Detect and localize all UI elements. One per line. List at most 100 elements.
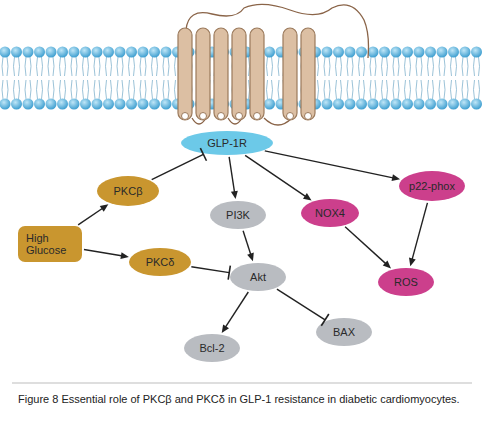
connector-line (265, 151, 394, 178)
lipid-tail (359, 57, 365, 76)
lipid-tail (129, 57, 135, 76)
node-label: PI3K (226, 209, 250, 221)
lipid-tail (94, 57, 100, 76)
lipid-head (23, 47, 34, 58)
signal-ellipse: BAX (316, 318, 372, 346)
node-label: p22-phox (409, 180, 455, 192)
lipid-tail (451, 80, 457, 99)
lipid-tail (347, 80, 353, 99)
receptor-helix (301, 28, 315, 120)
lipid-head (391, 47, 402, 58)
pathway-connector (229, 157, 238, 199)
lipid-head (57, 47, 68, 58)
connector-line (152, 154, 204, 179)
receptor-helix (283, 28, 297, 120)
lipid-tail (60, 57, 66, 76)
lipid-head (333, 99, 344, 110)
arrow-head (247, 253, 254, 262)
lipid-tail (25, 57, 31, 76)
lipid-tail (37, 57, 43, 76)
helix-end (287, 113, 294, 120)
pathway-connector (345, 227, 391, 269)
lipid-tail (370, 80, 376, 99)
lipid-head (471, 99, 482, 110)
lipid-tail (416, 80, 422, 99)
lipid-tail (106, 80, 112, 99)
lipid-tail (393, 57, 399, 76)
node-label: PKCδ (146, 256, 175, 268)
lipid-head (448, 99, 459, 110)
connector-line (277, 289, 325, 320)
signal-ellipse: Akt (230, 263, 286, 291)
lipid-head (126, 99, 137, 110)
lipid-head (425, 47, 436, 58)
lipid-tail (106, 57, 112, 76)
lipid-head (149, 47, 160, 58)
pathway-connector (222, 292, 249, 333)
signal-ellipse: PI3K (210, 201, 266, 229)
lipid-tail (428, 57, 434, 76)
lipid-tail (267, 80, 273, 99)
lipid-head (57, 99, 68, 110)
lipid-tail (140, 80, 146, 99)
lipid-head (46, 99, 57, 110)
lipid-head (333, 47, 344, 58)
lipid-tail (152, 80, 158, 99)
lipid-tail (474, 80, 480, 99)
lipid-head (402, 47, 413, 58)
lipid-head (46, 47, 57, 58)
connector-line (84, 250, 123, 256)
lipid-head (322, 47, 333, 58)
arrow-head (392, 174, 401, 181)
lipid-head (0, 47, 11, 58)
lipid-tail (48, 57, 54, 76)
lipid-tail (94, 80, 100, 99)
helix-end (200, 113, 207, 120)
signal-ellipse: NOX4 (301, 199, 359, 227)
arrow-head (303, 193, 312, 200)
lipid-head (138, 47, 149, 58)
lipid-head (34, 47, 45, 58)
lipid-tail (14, 57, 20, 76)
lipid-head (11, 99, 22, 110)
lipid-tail (324, 57, 330, 76)
lipid-head (448, 47, 459, 58)
helix-end (305, 113, 312, 120)
lipid-tail (462, 57, 468, 76)
lipid-head (356, 47, 367, 58)
receptor-helix (196, 28, 210, 120)
connector-line (191, 267, 229, 273)
lipid-tail (37, 80, 43, 99)
lipid-head (103, 47, 114, 58)
lipid-tail (71, 57, 77, 76)
signal-ellipse: PKCβ (97, 176, 159, 206)
lipid-tail (129, 80, 135, 99)
lipid-head (368, 47, 379, 58)
arrow-head (120, 252, 128, 259)
lipid-head (460, 47, 471, 58)
node-label: NOX4 (315, 207, 345, 219)
helix-end (182, 113, 189, 120)
pathway-connector (265, 151, 400, 181)
arrow-head (222, 324, 229, 333)
signal-ellipse: p22-phox (399, 171, 465, 201)
connector-line (78, 208, 103, 225)
lipid-tail (163, 80, 169, 99)
node-label: BAX (333, 326, 355, 338)
lipid-head (437, 99, 448, 110)
lipid-head (80, 99, 91, 110)
node-label: Akt (250, 271, 266, 283)
helix-end (218, 113, 225, 120)
lipid-tail (428, 80, 434, 99)
lipid-tail (462, 80, 468, 99)
lipid-tail (336, 80, 342, 99)
lipid-head (471, 47, 482, 58)
lipid-tail (405, 57, 411, 76)
lipid-head (92, 99, 103, 110)
lipid-head (115, 47, 126, 58)
connector-line (229, 157, 235, 193)
arrow-head (100, 204, 109, 211)
connector-line (412, 203, 428, 261)
